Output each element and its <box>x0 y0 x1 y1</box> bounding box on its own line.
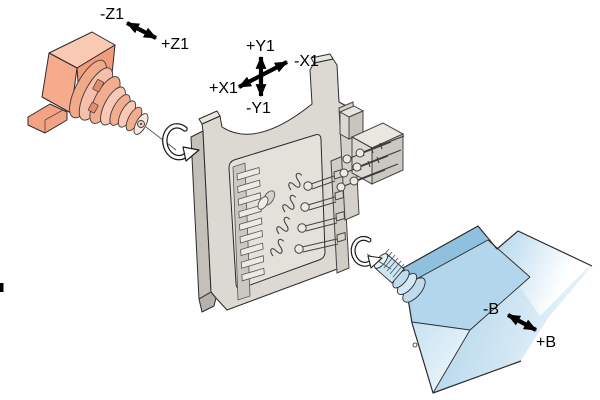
spindle-nose-discs <box>69 59 149 135</box>
turret-fading-wedge <box>488 231 590 316</box>
label-x-minus: -X1 <box>294 53 319 70</box>
label-z-plus: +Z1 <box>161 36 189 53</box>
x1-double-arrow-icon <box>238 60 288 89</box>
right-clamp-block <box>336 101 405 221</box>
turret-main-face <box>412 240 530 330</box>
tool-spindle-head-icon <box>27 31 200 162</box>
spindle-threads <box>377 248 405 278</box>
turret-leg <box>412 322 470 393</box>
b-axis-turret-icon <box>350 225 593 394</box>
spring-contact-symbols <box>270 172 303 257</box>
rotation-arrow-icon <box>350 235 392 270</box>
label-y-minus: -Y1 <box>246 100 271 117</box>
plate-right-post-top <box>310 53 334 64</box>
clipped-label-fragment <box>0 283 4 292</box>
label-b-plus: +B <box>536 334 556 351</box>
x1y1-axis-cross-indicator: +Y1 -X1 +X1 -Y1 <box>209 38 319 117</box>
label-x-plus: +X1 <box>209 80 238 97</box>
b-double-arrow-icon <box>507 313 537 332</box>
z1-double-arrow-icon <box>126 21 157 40</box>
label-z-minus: -Z1 <box>100 6 124 23</box>
rotation-arrow-icon <box>145 123 200 162</box>
z1-axis-indicator: -Z1 +Z1 <box>100 6 189 53</box>
panel-knob <box>257 190 276 210</box>
turret-outline <box>402 225 593 394</box>
plate-left-post-top <box>198 110 221 125</box>
contact-fin-rack <box>232 162 265 301</box>
label-b-minus: -B <box>483 301 499 318</box>
b-axis-indicator: -B +B <box>483 301 556 351</box>
turret-top-strip <box>403 226 488 281</box>
label-y-plus: +Y1 <box>246 38 275 55</box>
fixture-plate-icon <box>190 53 405 313</box>
